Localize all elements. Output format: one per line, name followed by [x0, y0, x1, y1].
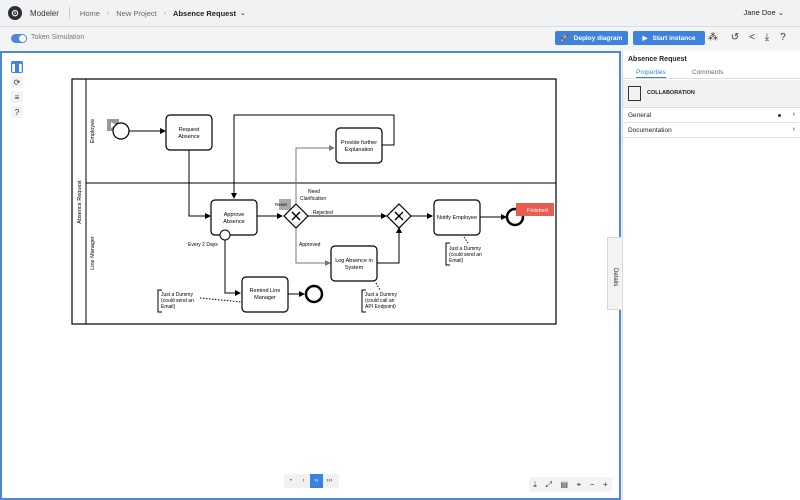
task-remind-line1: Remind Line [250, 288, 281, 294]
note-api-b: (could call an [365, 298, 395, 304]
breadcrumb-current[interactable]: Absence Request [173, 8, 236, 18]
divider [68, 7, 70, 19]
start-event[interactable] [112, 122, 130, 140]
task-explain-line1: Provide further [341, 140, 377, 146]
simulation-speed: ◔ › ›› ››› [284, 474, 339, 488]
help-icon[interactable]: ? [11, 106, 23, 118]
label-need-2: Clarification [300, 196, 326, 202]
chevron-right-icon: › [792, 111, 795, 118]
reset-token-icon[interactable] [279, 199, 291, 210]
collaboration-header: COLLABORATION [623, 80, 800, 108]
task-approve-absence[interactable] [210, 199, 258, 236]
app-name[interactable]: Modeler [30, 8, 59, 18]
user-name: Jane Doe [743, 8, 776, 17]
task-approve-line1: Approve [224, 212, 245, 218]
fast-icon[interactable]: ››› [326, 478, 333, 484]
rocket-icon: 🚀 [560, 35, 569, 42]
timer-label: Every 2 Days [188, 242, 218, 248]
simulation-tools: ❚❚ ⟳ ≡ ? [10, 61, 24, 121]
task-notify-label: Notify Employee [437, 215, 477, 221]
reset-label: Reset [275, 202, 288, 207]
chevron-down-icon[interactable]: ⌄ [239, 10, 246, 17]
breadcrumb-home[interactable]: Home [79, 8, 100, 18]
finished-badge [516, 203, 554, 216]
slow-icon[interactable]: › [302, 478, 305, 484]
download-icon[interactable]: ⤓ [764, 32, 770, 43]
help-icon[interactable]: ? [780, 32, 786, 43]
collaboration-label: COLLABORATION [647, 90, 695, 96]
general-label: General [628, 112, 652, 119]
group-documentation[interactable]: Documentation › [623, 123, 800, 138]
note-send-1a: Just a Dummy [161, 292, 193, 298]
lane-manager-label: Line Manager [90, 236, 96, 270]
panel-title: Absence Request [628, 56, 687, 63]
diagram-canvas[interactable]: Absence Request Employee Line Manager Re… [0, 51, 621, 500]
task-explain-line2: Explanation [345, 147, 374, 153]
properties-panel: Absence Request Properties Comments COLL… [622, 51, 800, 500]
tab-properties[interactable]: Properties [636, 69, 666, 78]
end-event-remind[interactable] [304, 284, 324, 304]
normal-speed-icon[interactable]: ›› [310, 474, 323, 488]
zoom-controls: ⤓ ⤢ ▤ ⌖ − + [529, 477, 612, 492]
bpmn-diagram: Absence Request Employee Line Manager Re… [71, 78, 557, 325]
app-logo-icon[interactable]: ⊙ [8, 6, 22, 20]
label-need-1: Need [308, 189, 320, 195]
task-request-line2: Absence [178, 134, 199, 140]
fullscreen-icon[interactable]: ⤢ [545, 479, 552, 489]
note-send-2b: (could send an [449, 252, 482, 258]
history-icon[interactable]: ↺ [730, 32, 740, 43]
lane-employee-label: Employee [90, 119, 96, 143]
deploy-label: Deploy diagram [573, 34, 623, 42]
share-icon[interactable]: < [749, 32, 755, 43]
log-icon[interactable]: ≡ [11, 91, 23, 103]
toggle-label: Token Simulation [31, 34, 85, 41]
label-approved: Approved [299, 242, 321, 248]
task-log-line2: System [345, 265, 364, 271]
deploy-button[interactable]: 🚀 Deploy diagram [555, 31, 628, 45]
pause-icon[interactable]: ❚❚ [10, 61, 24, 73]
task-log-line1: Log Absence in [335, 258, 373, 264]
reset-icon[interactable]: ⟳ [11, 76, 23, 88]
speed-icon[interactable]: ◔ [288, 478, 293, 484]
chevron-right-icon: › [163, 9, 167, 17]
finished-label: Finished [527, 208, 548, 214]
top-bar: ⊙ Modeler Home › New Project › Absence R… [0, 0, 800, 27]
note-api-c: API Endpoint) [365, 304, 396, 310]
note-send-2c: Email) [449, 258, 464, 264]
zoom-out-icon[interactable]: − [589, 480, 595, 489]
documentation-label: Documentation [628, 127, 672, 134]
export-icon[interactable]: ⤓ [533, 479, 537, 489]
task-remind-line2: Manager [254, 295, 276, 301]
map-icon[interactable]: ▤ [560, 480, 568, 489]
breadcrumb-project[interactable]: New Project [116, 8, 157, 18]
dot-icon [778, 114, 781, 117]
note-send-1b: (could send an [161, 298, 194, 304]
chevron-right-icon: › [792, 126, 795, 133]
task-approve-line2: Absence [223, 219, 244, 225]
user-menu[interactable]: Jane Doe ⌄ [743, 8, 784, 17]
note-send-2a: Just a Dummy [449, 246, 481, 252]
pool-label: Absence Request [77, 180, 83, 224]
note-api-a: Just a Dummy [365, 292, 397, 298]
label-rejected: Rejected [313, 210, 333, 216]
chevron-right-icon: › [106, 9, 110, 17]
group-general[interactable]: General › [623, 108, 800, 123]
tab-comments[interactable]: Comments [692, 69, 724, 76]
token-simulation-toggle[interactable] [11, 34, 27, 43]
center-icon[interactable]: ⌖ [576, 479, 582, 489]
start-instance-button[interactable]: ▶ Start instance [633, 31, 705, 45]
circles-icon[interactable]: ⁂ [708, 32, 718, 43]
timer-boundary-event[interactable] [219, 229, 231, 241]
details-tab[interactable]: Details [607, 237, 621, 310]
zoom-in-icon[interactable]: + [602, 480, 608, 489]
details-label: Details [612, 268, 618, 287]
collaboration-icon [628, 86, 641, 101]
panel-tabs: Properties Comments [623, 69, 800, 79]
note-send-1c: Email) [161, 304, 176, 310]
start-label: Start instance [652, 34, 696, 42]
task-request-line1: Request [179, 127, 200, 133]
play-icon: ▶ [642, 35, 648, 42]
